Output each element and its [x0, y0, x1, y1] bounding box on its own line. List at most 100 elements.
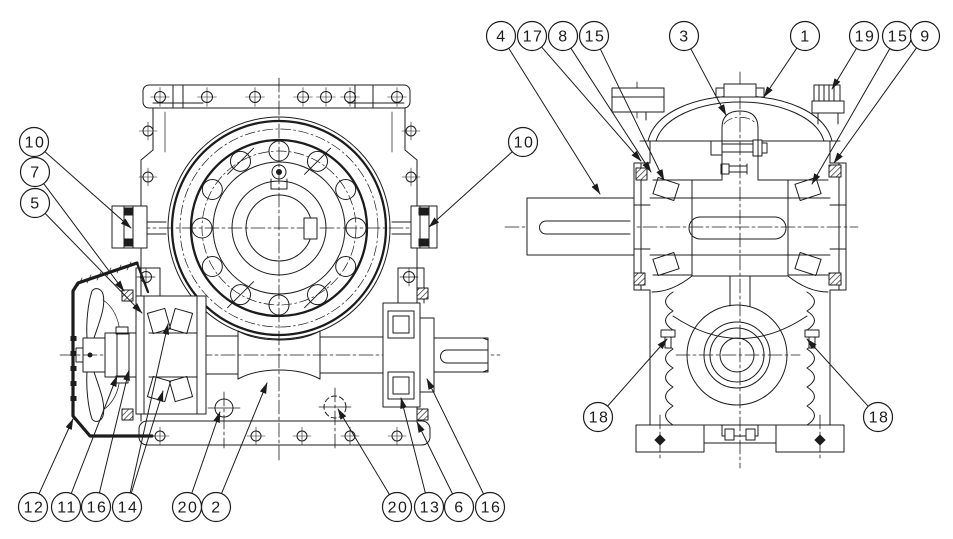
wheel-bolt-hole	[230, 150, 251, 172]
balloon-18: 18	[806, 338, 894, 433]
balloon-number: 20	[178, 500, 199, 517]
balloon-number: 10	[514, 135, 535, 152]
fan-guard	[70, 261, 154, 438]
bearing-cartridge-left	[121, 267, 207, 421]
balloon-number: 18	[589, 410, 610, 427]
leader-line	[43, 183, 125, 292]
cap-bolt-left	[715, 87, 725, 98]
balloon-circle	[80, 491, 112, 523]
balloon-circle	[507, 126, 539, 158]
leader-line	[763, 47, 798, 98]
balloon-number: 16	[481, 500, 502, 517]
balloon-18: 18	[582, 338, 668, 433]
output-shaft	[526, 197, 635, 256]
balloon-circle	[578, 20, 610, 52]
leader-line	[221, 382, 268, 495]
leader-line	[70, 375, 118, 494]
base-plate	[138, 395, 431, 446]
balloon-11: 11	[50, 375, 118, 523]
leader-line	[426, 378, 485, 495]
bearing-lower-left	[652, 252, 680, 276]
balloon-10: 10	[428, 126, 539, 228]
balloon-circle	[50, 491, 82, 523]
side-bearing-cover-right	[410, 205, 438, 249]
balloon-15: 15	[578, 20, 665, 181]
hub-keyway	[688, 216, 787, 240]
wheel-bolt-hole	[268, 140, 290, 162]
wheel-bolt-hole	[345, 217, 367, 239]
leader-line	[541, 46, 642, 162]
retainer-bolt-ur	[828, 164, 842, 178]
balloon-circle	[18, 126, 50, 158]
balloon-circle	[19, 187, 51, 219]
seal-cover	[419, 317, 435, 393]
leader-line	[428, 151, 513, 228]
leader-line	[570, 47, 652, 173]
balloon-circle	[516, 20, 548, 52]
balloon-8: 8	[547, 20, 652, 173]
bore-keyway	[303, 217, 318, 240]
leader-line	[690, 48, 727, 116]
cap-bolt-right	[755, 87, 765, 98]
centerlines-side	[504, 71, 859, 469]
balloon-16: 16	[426, 378, 506, 523]
balloon-number: 19	[855, 29, 876, 46]
bearing-upper-right	[794, 177, 822, 201]
wheel-bolt-hole	[335, 256, 357, 277]
balloon-circle	[789, 20, 821, 52]
mounting-bracket-left	[611, 87, 665, 121]
balloon-number: 4	[496, 29, 506, 46]
drain-bolt-left	[724, 428, 735, 441]
balloon-circle	[547, 20, 579, 52]
worm-wheel-circles	[167, 116, 391, 340]
leader-line	[599, 48, 665, 181]
worm-shaft	[205, 330, 384, 380]
balloon-20: 20	[337, 408, 413, 523]
leader-line	[191, 411, 221, 494]
leader-line	[98, 369, 130, 494]
balloon-19: 19	[831, 20, 880, 90]
balloon-15: 15	[811, 20, 913, 185]
balloon-number: 15	[888, 29, 909, 46]
wheel-bolt-hole	[307, 284, 328, 306]
wheel-bolt-ring	[191, 140, 367, 316]
rim-clamp-bolts	[710, 139, 768, 175]
balloon-circle	[582, 401, 614, 433]
wheel-bolt-hole	[201, 179, 223, 200]
leader-line	[607, 338, 668, 407]
leader-line	[833, 47, 918, 164]
set-screw	[271, 164, 287, 180]
balloon-circle	[474, 491, 506, 523]
balloon-circle	[111, 491, 143, 523]
balloon-number: 1	[800, 29, 810, 46]
balloon-10: 10	[18, 126, 132, 229]
balloon-number: 9	[920, 29, 930, 46]
bearing-block-right	[382, 267, 435, 421]
taper-roller-lr	[168, 375, 194, 403]
wheel-bolt-hole	[191, 217, 213, 239]
leader-line	[337, 408, 391, 496]
balloon-2: 2	[200, 382, 268, 523]
leader-line	[806, 338, 869, 407]
balloon-number: 2	[211, 500, 221, 517]
cover-bolt-bottom	[121, 408, 134, 421]
leader-line	[400, 397, 426, 494]
balloon-circle	[381, 491, 413, 523]
wheel-bolt-hole	[268, 294, 290, 316]
balloon-circle	[848, 20, 880, 52]
taper-roller-ul	[146, 307, 172, 335]
balloon-14: 14	[111, 323, 170, 523]
balloon-circle	[17, 491, 49, 523]
cooling-ribs-right	[806, 291, 815, 426]
balloon-12: 12	[17, 418, 74, 523]
balloon-number: 14	[118, 500, 139, 517]
leader-line	[831, 47, 858, 90]
balloon-number: 12	[24, 500, 45, 517]
balloon-1: 1	[763, 20, 821, 98]
balloon-3: 3	[668, 20, 727, 116]
bolt-holes-front	[138, 87, 421, 446]
leader-line	[811, 48, 891, 185]
taper-roller-ll	[146, 375, 172, 403]
balloon-circle	[485, 20, 517, 52]
